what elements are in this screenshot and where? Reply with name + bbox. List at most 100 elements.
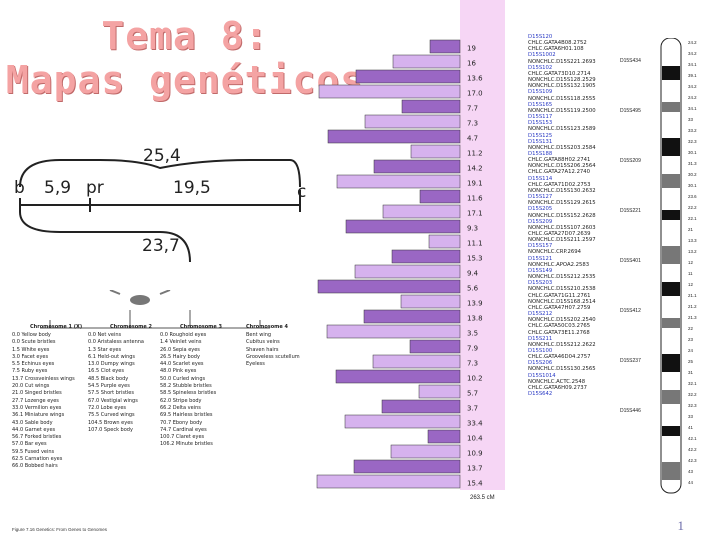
interval-value: 4.7 (467, 135, 478, 143)
marker-name: D15S205 (528, 206, 553, 213)
cytoband-label: 25 (688, 359, 693, 364)
marker-name: D15S165 (528, 101, 553, 108)
locus-entry: 1.4 Veinlet veins (160, 339, 202, 346)
marker-name: D15S153 (528, 120, 553, 127)
locus-entry: 66.2 Delta veins (160, 404, 201, 411)
linkage-bar (382, 204, 461, 219)
locus-entry: 75.5 Curved wings (88, 412, 135, 419)
interval-value: 7.3 (467, 360, 478, 368)
locus-entry: 1.5 White eyes (12, 346, 50, 353)
locus-entry: 59.5 Fused veins (12, 448, 55, 455)
cytoband-label: 22 (688, 326, 693, 331)
locus-entry: 106.2 Minute bristles (160, 441, 213, 448)
ideogram-band (662, 354, 680, 372)
locus-entry: 13.0 Dumpy wings (88, 361, 135, 368)
cytoband-label: 21.3 (688, 315, 697, 320)
marker-name: D15S102 (528, 64, 553, 71)
locus-entry: 6.1 Held-out wings (88, 353, 136, 360)
marker-name: D15S1002 (528, 52, 556, 59)
marker-name: NONCHLC.D15S212.2622 (528, 341, 596, 348)
marker-name: D15S642 (528, 391, 553, 398)
locus-entry: 0.0 Scute bristles (12, 339, 56, 346)
locus-entry: 48.5 Black body (88, 375, 129, 382)
ideogram-band (662, 210, 680, 220)
locus-entry: 74.7 Cardinal eyes (160, 426, 207, 433)
linkage-bar (418, 384, 461, 399)
interval-value: 10.2 (467, 375, 483, 383)
interval-value: 7.9 (467, 345, 478, 353)
page-number: 1 (677, 518, 685, 533)
marker-name: NONCHLC.CRP.2694 (528, 249, 582, 256)
cytoband-label: 30.1 (688, 183, 697, 188)
marker-name: NONCHLC.D15S132.1905 (528, 83, 596, 90)
ideogram-band (662, 426, 680, 436)
linkage-bar (353, 459, 461, 474)
locus-entry: 20.0 Cut wings (12, 383, 50, 390)
cytoband-label: 12 (688, 260, 693, 265)
locus-entry: 21.0 Singed bristles (12, 390, 62, 397)
chrom1-header: Chromosome 1 (X) (30, 324, 83, 330)
linkage-bar (428, 234, 461, 249)
cytoband-label: 23.6 (688, 194, 697, 199)
slide-title-line2: Mapas genéticos (5, 58, 365, 102)
interval-value: 3.5 (467, 330, 478, 338)
marker-name: D15S100 (528, 347, 553, 354)
linkage-bar (401, 99, 461, 114)
interval-value: 11.6 (467, 195, 483, 203)
chromosome-ideogram (660, 38, 682, 494)
locus-entry: Bent wing (246, 332, 272, 338)
marker-name: CHLC.GATA71G11.2761 (528, 292, 591, 299)
ideogram-band (662, 462, 680, 480)
locus-entry: 48.0 Pink eyes (160, 368, 197, 375)
linkage-bar (344, 414, 461, 429)
locus-entry: 43.0 Sable body (12, 419, 53, 426)
chrom3-header: Chromosome 3 (180, 324, 223, 330)
interval-value: 13.9 (467, 300, 483, 308)
marker-name: CHLC.GATA6H09.2737 (528, 384, 588, 391)
locus-entry: 57.0 Bar eyes (12, 441, 47, 448)
interval-value: 5.6 (467, 285, 479, 293)
locus-entry: 0.0 Aristaless antenna (88, 339, 144, 346)
linkage-bar (345, 219, 461, 234)
linkage-bar (327, 129, 461, 144)
cytoband-label: 21.1 (688, 293, 697, 298)
locus-entry: 58.5 Spineless bristles (160, 390, 217, 397)
linkage-bar (354, 264, 461, 279)
marker-name: NONCHLC.D15S130.2632 (528, 187, 596, 194)
interval-value: 10.9 (467, 450, 483, 458)
marker-name: NONCHLC.D15S168.2514 (528, 298, 596, 305)
locus-entry: 0.0 Roughoid eyes (160, 332, 207, 338)
cytoband-label: 24 (688, 348, 693, 353)
cytoband-label: 33.2 (688, 128, 697, 133)
marker-name: D15S117 (528, 114, 553, 121)
locus-entry: 7.5 Ruby eyes (12, 368, 48, 375)
fly-illustration (40, 290, 270, 329)
locus-entry: Cubitus veins (246, 339, 280, 346)
interval-value: 33.4 (467, 420, 483, 428)
interval-value: 19 (467, 45, 476, 53)
marker-name: D15S131 (528, 138, 553, 145)
cytoband-label: 21 (688, 227, 693, 232)
linkage-bar (363, 309, 461, 324)
linkage-bar (391, 249, 461, 264)
key-marker-tag: D15S434 (620, 58, 641, 64)
linkage-bar (316, 474, 461, 489)
linkage-bar (410, 144, 461, 159)
interval-value: 17.1 (467, 210, 483, 218)
marker-name: D15S209 (528, 218, 553, 225)
locus-entry: 69.5 Hairless bristles (160, 412, 213, 419)
interval-value: 7.3 (467, 120, 478, 128)
key-marker-tag: D15S495 (620, 108, 641, 114)
marker-name: CHLC.GATA46D04.2757 (528, 354, 591, 361)
label-b-c-distance: 25,4 (143, 146, 181, 166)
locus-entry: 58.2 Stubble bristles (160, 383, 212, 390)
marker-name: D15S149 (528, 267, 553, 274)
marker-name: NONCHLC.D15S211.2597 (528, 237, 596, 244)
marker-name: CHLC.GATA88H02.2741 (528, 157, 591, 164)
arc-b-vg (19, 211, 191, 263)
interval-value: 10.4 (467, 435, 483, 443)
cytoband-label: 31 (688, 370, 693, 375)
cytoband-label: 30.2 (688, 172, 697, 177)
interval-value: 9.4 (467, 270, 479, 278)
